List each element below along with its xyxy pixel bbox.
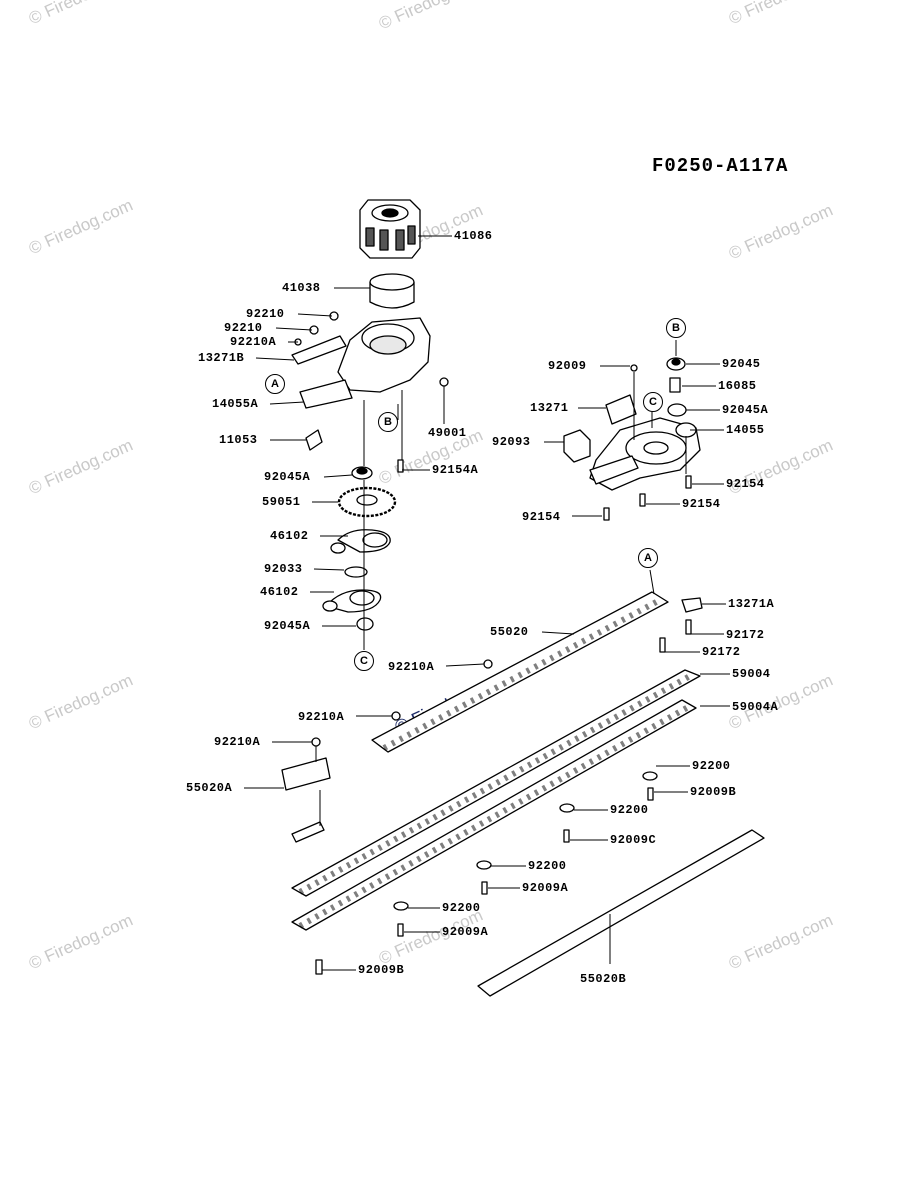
- part-label: 55020: [490, 625, 529, 639]
- part-label: 46102: [260, 585, 299, 599]
- part-label: 92200: [692, 759, 731, 773]
- part-label: 92210A: [298, 710, 345, 724]
- bearing-92045: [666, 357, 686, 371]
- shim-13271: [605, 394, 637, 425]
- part-label: 13271B: [198, 351, 245, 365]
- callout-b: B: [378, 412, 398, 432]
- bearing-92045A: [351, 466, 373, 480]
- part-label: 14055: [726, 423, 765, 437]
- bar-55020A: [281, 757, 331, 843]
- part-label: 13271: [530, 401, 569, 415]
- part-label: 92009B: [358, 963, 405, 977]
- part-label: 59051: [262, 495, 301, 509]
- part-label: 92200: [610, 803, 649, 817]
- part-label: 92045A: [264, 470, 311, 484]
- part-label: 55020A: [186, 781, 233, 795]
- part-label: 92200: [528, 859, 567, 873]
- part-label: 92154: [682, 497, 721, 511]
- part-label: 92172: [702, 645, 741, 659]
- part-label: 11053: [219, 433, 258, 447]
- part-label: 92009C: [610, 833, 657, 847]
- plate-lower: [589, 455, 639, 485]
- part-label: 92033: [264, 562, 303, 576]
- callout-c: C: [643, 392, 663, 412]
- part-label: 92045A: [264, 619, 311, 633]
- part-label: 59004A: [732, 700, 779, 714]
- part-label: 59004: [732, 667, 771, 681]
- part-label: 92154A: [432, 463, 479, 477]
- part-label: 92009B: [690, 785, 737, 799]
- crank-46102-lower: [322, 589, 382, 613]
- part-label: 92154: [726, 477, 765, 491]
- part-label: 92045: [722, 357, 761, 371]
- callout-a: A: [265, 374, 285, 394]
- part-label: 55020B: [580, 972, 627, 986]
- part-label: 92045A: [722, 403, 769, 417]
- part-label: 92200: [442, 901, 481, 915]
- part-label: 13271A: [728, 597, 775, 611]
- part-label: 92009A: [522, 881, 569, 895]
- part-label: 92172: [726, 628, 765, 642]
- bearing-92045A-right: [667, 403, 687, 417]
- ring-41038: [369, 273, 415, 309]
- part-label: 14055A: [212, 397, 259, 411]
- cover-55020B: [477, 829, 765, 997]
- block-92093: [563, 429, 591, 463]
- part-label: 41086: [454, 229, 493, 243]
- part-label: 92009: [548, 359, 587, 373]
- part-label: 92154: [522, 510, 561, 524]
- part-label: 92210A: [214, 735, 261, 749]
- part-label: 46102: [270, 529, 309, 543]
- bracket-13271A: [681, 597, 703, 613]
- gear-case-14055A: [291, 311, 431, 409]
- part-label: 92210: [246, 307, 285, 321]
- part-label: 92210: [224, 321, 263, 335]
- part-label: 16085: [718, 379, 757, 393]
- screw-92009: [630, 364, 638, 372]
- part-label: 49001: [428, 426, 467, 440]
- diagram-code: F0250-A117A: [652, 155, 789, 177]
- part-label: 92093: [492, 435, 531, 449]
- screw-49001: [439, 377, 449, 387]
- plate-11053: [305, 429, 323, 451]
- crank-46102: [330, 529, 391, 554]
- pinion-16085: [669, 377, 681, 393]
- part-label: 92009A: [442, 925, 489, 939]
- callout-b: B: [666, 318, 686, 338]
- gear-59051: [337, 486, 397, 518]
- callout-a: A: [638, 548, 658, 568]
- part-label: 92210A: [388, 660, 435, 674]
- callout-c: C: [354, 651, 374, 671]
- part-label: 41038: [282, 281, 321, 295]
- part-label: 92210A: [230, 335, 277, 349]
- gear-housing-41086: [359, 199, 421, 259]
